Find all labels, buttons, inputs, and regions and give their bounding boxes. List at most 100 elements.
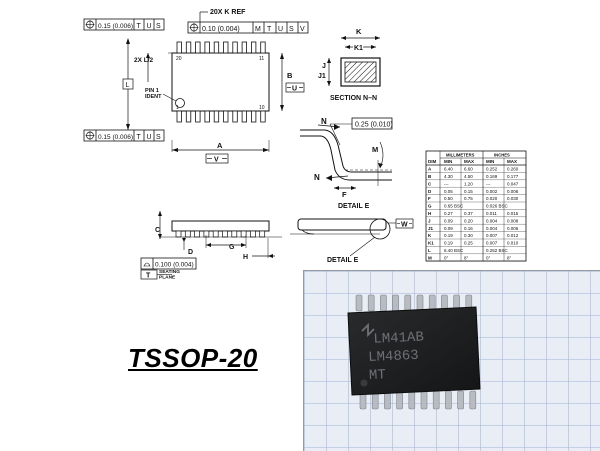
- table-cell: 0.65 BSC: [444, 204, 464, 209]
- lead-bottom-4: [204, 110, 210, 123]
- lead-bottom-7: [232, 110, 238, 123]
- table-cell: J1: [428, 226, 434, 231]
- table-cell: 0.002: [486, 189, 498, 194]
- chip-photo-drawing: LM41AB LM4863 MT: [304, 271, 600, 451]
- chip-photo: LM41AB LM4863 MT: [303, 270, 600, 451]
- photo-pin-bottom: [396, 390, 403, 410]
- l-dim-label: L: [126, 82, 130, 89]
- pin1-indicator-icon: [175, 98, 185, 108]
- table-cell: 0.006: [507, 226, 519, 231]
- table-cell: 0°: [486, 255, 491, 260]
- t-datum-label: T: [146, 273, 151, 280]
- chip-body: [347, 306, 481, 396]
- d-dim-label: D: [188, 249, 193, 256]
- table-cell: 0.047: [507, 181, 519, 186]
- photo-pin-bottom: [420, 390, 428, 410]
- photo-pin-top: [380, 294, 387, 312]
- table-cell: 0.252: [486, 167, 498, 172]
- table-cell: 6.40 BSC: [444, 248, 464, 253]
- k-dim-label: K: [356, 27, 362, 36]
- lead-bottom-9: [250, 110, 257, 123]
- lead-top-2: [185, 41, 192, 54]
- lead-bottom-8: [241, 110, 248, 123]
- table-cell: D: [428, 189, 432, 194]
- lead-top-6: [223, 41, 229, 54]
- lead-top-8: [241, 41, 248, 54]
- fcf-lb-datum-t: T: [137, 134, 142, 141]
- k-ref-label: 20X K REF: [210, 9, 246, 16]
- g-dim-label: G: [229, 244, 235, 251]
- top-leads-lower: [176, 110, 266, 123]
- table-cell: 0.011: [486, 211, 497, 216]
- photo-pin-top: [392, 294, 399, 312]
- table-cell: 0.010: [507, 241, 519, 246]
- pin-11-label: 11: [259, 56, 264, 62]
- table-cell: 0.05: [444, 189, 453, 194]
- table-cell: 8°: [507, 255, 512, 260]
- table-cell: 0.026 BSC: [486, 204, 509, 209]
- side-lead-2: [184, 230, 191, 238]
- table-cell: 0.09: [444, 218, 453, 223]
- fcf-lb-tolerance: 0.15 (0.006): [98, 134, 133, 141]
- lead-top-10: [260, 41, 266, 54]
- pin-10-label: 10: [259, 105, 265, 111]
- lead-top-3: [195, 41, 201, 54]
- lead-bottom-2: [185, 110, 192, 123]
- c-dim-label: C: [155, 227, 160, 234]
- lead-bottom-6: [223, 110, 229, 123]
- j-dim-label: J: [322, 63, 326, 70]
- photo-pin-top: [355, 294, 363, 312]
- fcf-lt-tolerance: 0.15 (0.006): [98, 23, 133, 30]
- photo-pin-bottom: [432, 390, 440, 410]
- table-cell: B: [428, 174, 432, 179]
- table-cell: 0.50: [444, 196, 453, 201]
- package-body-top: [171, 52, 270, 112]
- fcf-top-datum-u: U: [278, 26, 283, 33]
- table-cell: 6.60: [464, 167, 473, 172]
- photo-pin-bottom: [457, 390, 464, 410]
- a-dim-label: A: [217, 141, 223, 150]
- table-cell: 0.008: [507, 218, 519, 223]
- chip-marking-line3: MT: [369, 367, 386, 384]
- half-l-label: 2X L/2: [134, 57, 154, 64]
- table-cell: 0.006: [507, 189, 519, 194]
- table-cell: 0.004: [486, 226, 498, 231]
- fcf-detail-e: 0.25 (0.010): [351, 117, 393, 130]
- fcf-top: 0.10 (0.004) M T U S V: [187, 21, 309, 34]
- table-header-cell: MAX: [507, 159, 517, 164]
- table-cell: 4.50: [464, 174, 473, 179]
- side-view-leads: [175, 230, 266, 238]
- fcf-top-datum-t: T: [267, 26, 272, 33]
- v-datum-label: V: [214, 157, 219, 164]
- lead-top-9: [250, 41, 257, 54]
- lead-bottom-5: [213, 110, 220, 123]
- lead-bottom-10: [260, 110, 266, 123]
- fcf-lt-datum-t: T: [137, 23, 142, 30]
- fcf-detail-tol: 0.25 (0.010): [355, 122, 393, 129]
- table-cell: 1.20: [464, 181, 473, 186]
- table-cell: K1: [428, 241, 434, 246]
- table-cell: 0.012: [507, 233, 519, 238]
- side-lead-1: [175, 230, 182, 238]
- table-cell: 0.30: [464, 233, 473, 238]
- photo-pin-bottom: [408, 390, 416, 410]
- photo-pin-bottom: [469, 390, 477, 410]
- photo-pin-top: [404, 294, 412, 312]
- table-cell: 0.20: [464, 218, 473, 223]
- table-header-cell: MAX: [464, 159, 474, 164]
- photo-pin-top: [416, 294, 424, 312]
- table-cell: 0.169: [486, 174, 498, 179]
- fcf-top-tolerance: 0.10 (0.004): [202, 26, 240, 33]
- table-cell: K: [428, 233, 432, 238]
- table-header-cell: MIN: [444, 159, 452, 164]
- table-cell: 8°: [464, 255, 469, 260]
- fcf-left-top: 0.15 (0.006) T U S: [83, 18, 165, 31]
- f-dim-label: F: [342, 190, 347, 199]
- top-view: 0.10 (0.004) M T U S V 20X K REF 0.15 (0…: [83, 9, 309, 164]
- side-lead-5: [212, 230, 219, 238]
- fcf-lb-mod-s: S: [156, 134, 161, 141]
